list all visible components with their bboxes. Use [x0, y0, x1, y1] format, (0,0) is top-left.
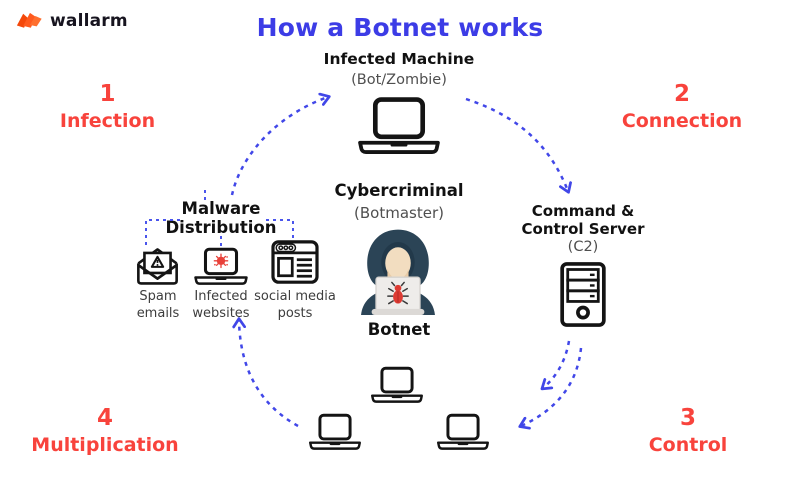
page-title: How a Botnet works — [256, 13, 544, 42]
bot-laptop-right — [435, 413, 491, 453]
step-number: 2 — [673, 81, 690, 107]
wallarm-logo: wallarm — [16, 10, 128, 31]
laptop-icon — [355, 96, 443, 159]
infected-website-icon — [192, 247, 250, 288]
arrow-c2-to-bots-inner — [540, 340, 571, 391]
arrow-machine-to-c2 — [465, 97, 572, 194]
step-label: Control — [648, 433, 728, 456]
botnet-caption-wrap: Botnet — [309, 320, 489, 339]
step-number: 3 — [679, 405, 696, 431]
hooded-hacker-icon — [354, 227, 442, 315]
arrow-bots-to-distribution — [232, 317, 299, 428]
channel-label-spam-emails: Spam emails — [136, 289, 180, 321]
node-infected-machine: Infected Machine (Bot/Zombie) — [299, 50, 499, 88]
malware-title-line1: Malware — [181, 199, 261, 218]
channel-label-social-media-posts: social media posts — [254, 289, 336, 321]
c2-title-line1: Command & — [531, 202, 635, 220]
step-control: 3 Control — [618, 404, 758, 458]
bot-laptop-left — [307, 413, 363, 453]
step-infection: 1 Infection — [40, 80, 175, 134]
step-number: 4 — [96, 405, 113, 431]
social-media-post-icon — [271, 240, 319, 284]
infected-machine-subtitle: (Bot/Zombie) — [351, 71, 447, 88]
wallarm-logo-text: wallarm — [50, 10, 128, 31]
step-label: Infection — [59, 109, 156, 132]
cybercriminal-subtitle: (Botmaster) — [354, 203, 444, 222]
spam-email-icon — [134, 245, 181, 287]
server-tower-icon — [558, 261, 608, 328]
c2-title-line2: Control Server — [521, 220, 645, 238]
infected-machine-title: Infected Machine — [323, 50, 475, 68]
node-c2-server: Command & Control Server (C2) — [508, 202, 658, 255]
channel-label-infected-websites: Infected websites — [192, 289, 250, 321]
step-label: Connection — [621, 109, 743, 132]
wallarm-logo-icon — [16, 12, 42, 28]
botnet-caption: Botnet — [367, 320, 431, 339]
malware-title-line2: Distribution — [165, 218, 277, 238]
bot-laptop-top — [369, 366, 425, 406]
step-label: Multiplication — [31, 433, 179, 456]
arrow-c2-to-bots-outer — [518, 347, 583, 430]
cybercriminal-title: Cybercriminal — [334, 181, 464, 200]
step-multiplication: 4 Multiplication — [10, 404, 200, 458]
step-number: 1 — [99, 81, 116, 107]
c2-subtitle: (C2) — [567, 239, 599, 255]
node-malware-distribution: Malware Distribution — [146, 199, 296, 238]
step-connection: 2 Connection — [612, 80, 752, 134]
node-cybercriminal: Cybercriminal (Botmaster) — [309, 181, 489, 222]
